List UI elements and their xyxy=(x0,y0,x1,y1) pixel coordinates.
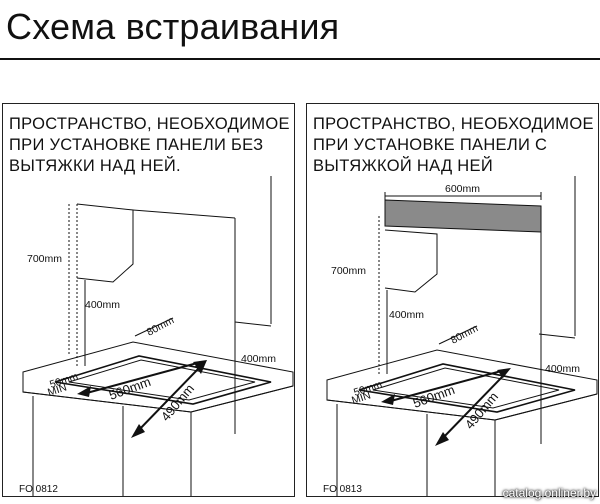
hob-cutout-inner xyxy=(372,367,560,409)
dim-side-clearance: 400mm xyxy=(545,363,580,375)
installation-drawing: 600mm 700mm 400mm 400mm 80mm 50mm MIN 56… xyxy=(323,176,598,496)
dim-above-hob: 400mm xyxy=(389,309,424,321)
caption-with-hood: ПРОСТРАНСТВО, НЕОБХОДИМОЕ ПРИ УСТАНОВКЕ … xyxy=(313,114,598,177)
caption-line: ПРОСТРАНСТВО, НЕОБХОДИМОЕ xyxy=(9,115,290,133)
caption-line: ПРИ УСТАНОВКЕ ПАНЕЛИ БЕЗ xyxy=(9,136,264,154)
diagram-with-hood: ПРОСТРАНСТВО, НЕОБХОДИМОЕ ПРИ УСТАНОВКЕ … xyxy=(306,103,599,497)
upper-cabinet xyxy=(384,229,438,293)
dim-front-gap-min: MIN xyxy=(46,381,68,398)
installation-drawing: 700mm 400mm 400mm 80mm 50mm MIN 560mm 49… xyxy=(19,176,294,496)
caption-without-hood: ПРОСТРАНСТВО, НЕОБХОДИМОЕ ПРИ УСТАНОВКЕ … xyxy=(9,114,294,177)
caption-line: ПРИ УСТАНОВКЕ ПАНЕЛИ С xyxy=(313,136,548,154)
hob-cutout xyxy=(358,363,576,413)
dim-side-clearance: 400mm xyxy=(241,353,276,365)
dim-hood-width: 600mm xyxy=(445,183,480,195)
caption-line: ВЫТЯЖКИ НАД НЕЙ. xyxy=(9,157,181,175)
dim-cabinet-height: 700mm xyxy=(27,253,62,265)
caption-line: ВЫТЯЖКОЙ НАД НЕЙ xyxy=(313,157,493,175)
dim-width: 560mm xyxy=(107,374,153,403)
caption-line: ПРОСТРАНСТВО, НЕОБХОДИМОЕ xyxy=(313,115,594,133)
cooker-hood xyxy=(384,199,542,233)
figure-code: FO 0813 xyxy=(323,484,362,495)
upper-cabinet xyxy=(76,203,134,283)
dim-above-hob: 400mm xyxy=(85,299,120,311)
hob-cutout xyxy=(54,355,272,405)
hob-cutout-inner xyxy=(68,359,256,401)
figure-code: FO 0812 xyxy=(19,484,58,495)
dim-width: 560mm xyxy=(411,382,457,411)
wall-edge xyxy=(538,333,576,339)
wall-edge xyxy=(234,321,272,327)
diagram-without-hood: ПРОСТРАНСТВО, НЕОБХОДИМОЕ ПРИ УСТАНОВКЕ … xyxy=(2,103,295,497)
dim-back-gap: 80mm xyxy=(145,314,177,338)
cabinet-top-line xyxy=(132,209,236,219)
page-title: Схема встраивания xyxy=(6,6,340,47)
title-underline xyxy=(0,58,600,60)
dim-cabinet-height: 700mm xyxy=(331,265,366,277)
watermark: catalog.onliner.by xyxy=(502,486,596,500)
dim-back-gap: 80mm xyxy=(449,322,481,346)
dim-front-gap-min: MIN xyxy=(350,389,372,406)
